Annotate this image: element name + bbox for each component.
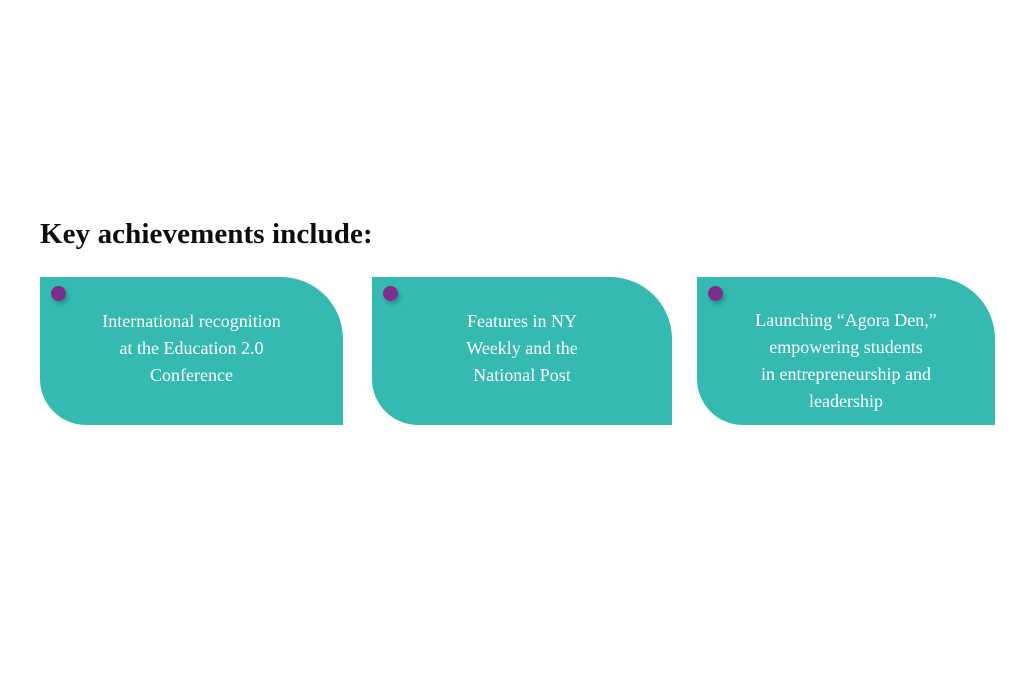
- card-text-line: Weekly and the: [466, 338, 578, 358]
- bullet-dot-icon: [383, 286, 398, 301]
- achievement-card[interactable]: Features in NY Weekly and the National P…: [372, 277, 672, 425]
- card-text-line: International recognition: [102, 311, 281, 331]
- card-text-line: in entrepreneurship and: [761, 364, 931, 384]
- achievement-card-text: International recognition at the Educati…: [40, 308, 343, 389]
- card-text-line: Features in NY: [467, 311, 577, 331]
- page-title: Key achievements include:: [40, 218, 373, 250]
- achievement-card-row: International recognition at the Educati…: [0, 277, 1024, 425]
- card-text-line: at the Education 2.0: [119, 338, 264, 358]
- achievement-card[interactable]: Launching “Agora Den,” empowering studen…: [697, 277, 995, 425]
- achievement-card-text: Features in NY Weekly and the National P…: [372, 308, 672, 389]
- bullet-dot-icon: [708, 286, 723, 301]
- card-text-line: Launching “Agora Den,”: [755, 310, 937, 330]
- card-text-line: empowering students: [769, 337, 923, 357]
- card-text-line: leadership: [809, 391, 883, 411]
- bullet-dot-icon: [51, 286, 66, 301]
- card-text-line: Conference: [150, 365, 233, 385]
- card-text-line: National Post: [473, 365, 571, 385]
- achievement-card-text: Launching “Agora Den,” empowering studen…: [697, 307, 995, 415]
- achievement-card[interactable]: International recognition at the Educati…: [40, 277, 343, 425]
